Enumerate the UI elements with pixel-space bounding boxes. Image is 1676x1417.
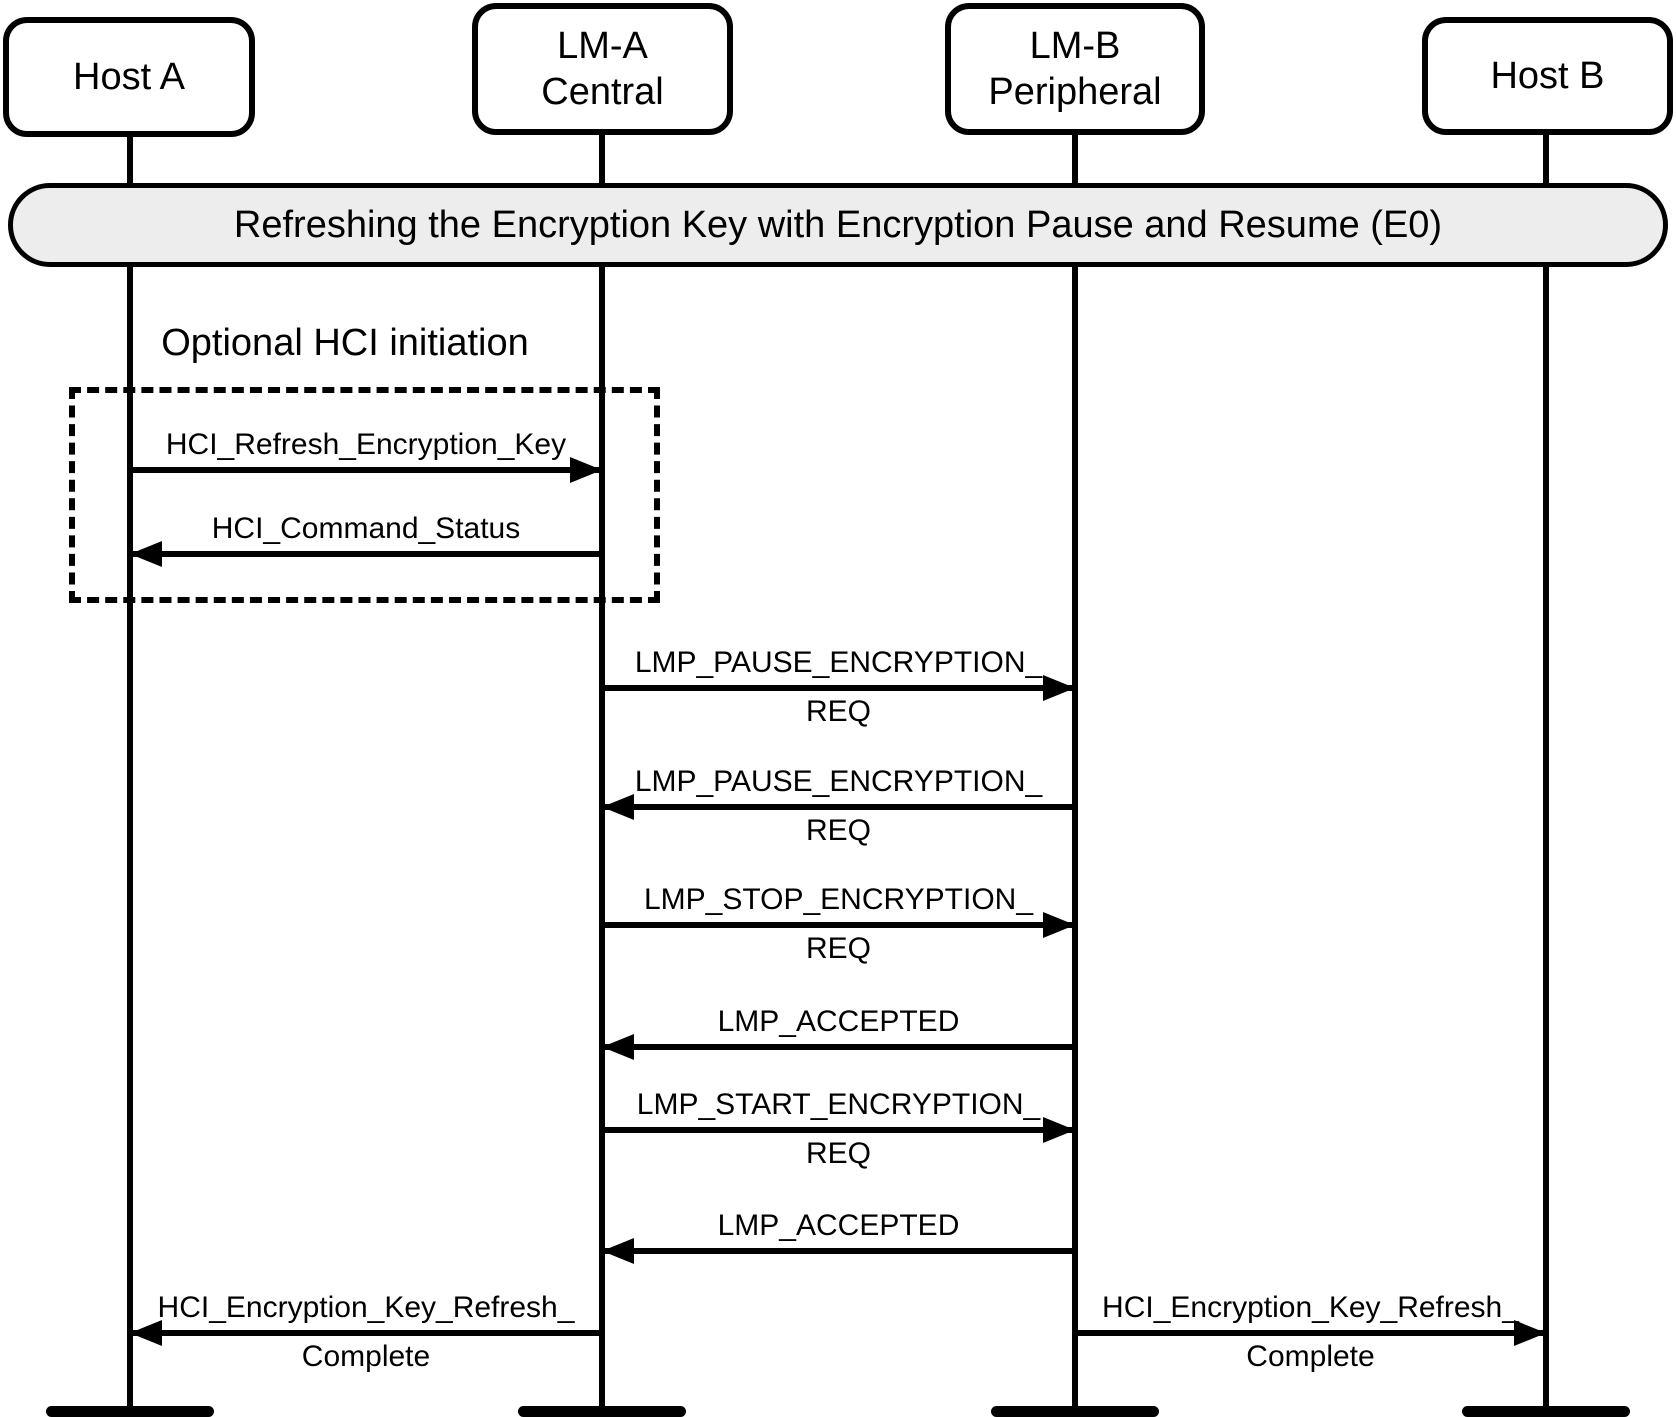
lifeline-lm-b xyxy=(1072,135,1078,1411)
lifeline-lm-a xyxy=(599,135,605,1411)
message-label: LMP_START_ENCRYPTION_ xyxy=(636,1088,1041,1121)
message-arrow-line xyxy=(130,457,602,483)
message-label: HCI_Refresh_Encryption_Key xyxy=(165,428,567,461)
lifeline-end-bar-host-b xyxy=(1462,1406,1630,1417)
arrowhead-right-icon xyxy=(570,457,602,483)
arrowhead-left-icon xyxy=(602,1238,634,1264)
message-lmp-accepted-2: LMP_ACCEPTED xyxy=(602,1206,1075,1294)
message-label: LMP_PAUSE_ENCRYPTION_ xyxy=(634,765,1043,798)
actor-box-host-a: Host A xyxy=(3,17,255,137)
message-arrow-line xyxy=(602,675,1075,701)
message-hci-command-status: HCI_Command_Status xyxy=(130,509,602,597)
actor-box-host-b: Host B xyxy=(1422,17,1673,135)
message-label-line2: Complete xyxy=(1246,1340,1375,1373)
message-label-line2 xyxy=(130,557,602,597)
message-arrow-line xyxy=(602,1117,1075,1143)
arrowhead-left-icon xyxy=(130,1320,162,1346)
lifeline-host-a xyxy=(127,137,133,1411)
actor-box-lm-b: LM-B Peripheral xyxy=(945,3,1205,135)
message-arrow-line xyxy=(602,1034,1075,1060)
message-arrow-line xyxy=(1075,1320,1546,1346)
message-label: LMP_ACCEPTED xyxy=(717,1005,960,1038)
arrowhead-right-icon xyxy=(1043,912,1075,938)
title-banner-label: Refreshing the Encryption Key with Encry… xyxy=(233,203,1443,246)
lifeline-host-b xyxy=(1543,135,1549,1411)
message-label-line2: REQ xyxy=(805,695,871,728)
lifeline-end-bar-lm-a xyxy=(518,1406,686,1417)
lifeline-end-bar-lm-b xyxy=(991,1406,1159,1417)
message-lmp-pause-encryption-req-1: LMP_PAUSE_ENCRYPTION_ REQ xyxy=(602,643,1075,731)
message-arrow-line xyxy=(602,912,1075,938)
message-hci-encryption-key-refresh-complete-a: HCI_Encryption_Key_Refresh_ Complete xyxy=(130,1288,602,1376)
message-arrow-line xyxy=(602,794,1075,820)
message-lmp-stop-encryption-req: LMP_STOP_ENCRYPTION_ REQ xyxy=(602,880,1075,968)
message-label: LMP_ACCEPTED xyxy=(717,1209,960,1242)
message-hci-encryption-key-refresh-complete-b: HCI_Encryption_Key_Refresh_ Complete xyxy=(1075,1288,1546,1376)
message-label-line2: REQ xyxy=(805,1137,871,1170)
actor-label-lm-b: LM-B Peripheral xyxy=(988,25,1162,113)
message-lmp-accepted-1: LMP_ACCEPTED xyxy=(602,1002,1075,1090)
message-label: HCI_Command_Status xyxy=(211,512,521,545)
arrowhead-right-icon xyxy=(1043,675,1075,701)
message-label: HCI_Encryption_Key_Refresh_ xyxy=(157,1291,575,1324)
message-label-line2: Complete xyxy=(301,1340,431,1373)
message-label: HCI_Encryption_Key_Refresh_ xyxy=(1102,1291,1519,1324)
message-arrow-line xyxy=(602,1238,1075,1264)
message-label: LMP_STOP_ENCRYPTION_ xyxy=(643,883,1034,916)
actor-label-lm-a: LM-A Central xyxy=(541,25,664,113)
message-lmp-pause-encryption-req-2: LMP_PAUSE_ENCRYPTION_ REQ xyxy=(602,762,1075,850)
message-label-line2 xyxy=(602,1050,1075,1090)
lifeline-end-bar-host-a xyxy=(46,1406,214,1417)
arrowhead-left-icon xyxy=(130,541,162,567)
arrowhead-right-icon xyxy=(1043,1117,1075,1143)
optional-hci-group-label: Optional HCI initiation xyxy=(161,322,529,364)
message-arrow-line xyxy=(130,541,602,567)
message-label-line2: REQ xyxy=(805,932,871,965)
message-lmp-start-encryption-req: LMP_START_ENCRYPTION_ REQ xyxy=(602,1085,1075,1173)
message-arrow-line xyxy=(130,1320,602,1346)
message-hci-refresh-encryption-key: HCI_Refresh_Encryption_Key xyxy=(130,425,602,513)
arrowhead-right-icon xyxy=(1514,1320,1546,1346)
actor-label-host-b: Host B xyxy=(1490,55,1605,97)
message-label-line2: REQ xyxy=(805,814,871,847)
arrowhead-left-icon xyxy=(602,1034,634,1060)
message-label-line2 xyxy=(130,473,602,513)
message-label: LMP_PAUSE_ENCRYPTION_ xyxy=(634,646,1043,679)
actor-label-host-a: Host A xyxy=(73,56,185,98)
title-banner: Refreshing the Encryption Key with Encry… xyxy=(8,183,1668,267)
arrowhead-left-icon xyxy=(602,794,634,820)
message-label-line2 xyxy=(602,1254,1075,1294)
actor-box-lm-a: LM-A Central xyxy=(472,3,733,135)
optional-hci-group-box xyxy=(69,387,660,603)
